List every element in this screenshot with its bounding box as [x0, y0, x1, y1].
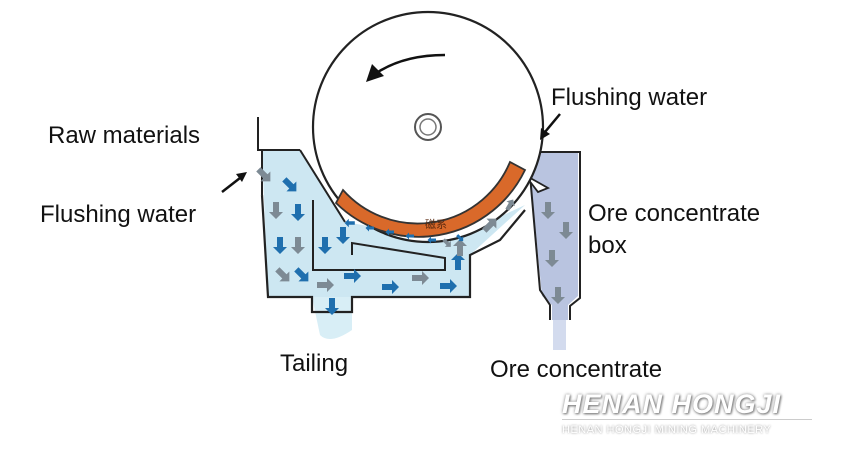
label-flushing-water-left: Flushing water	[40, 201, 197, 228]
flow-arrow-icon	[456, 234, 464, 242]
flow-arrow-icon	[256, 167, 271, 182]
watermark-subtitle: HENAN HONGJI MINING MACHINERY	[562, 424, 772, 436]
flushing-water-left-arrow-icon	[221, 177, 241, 193]
magnet-system-label: 磁系	[425, 218, 447, 231]
slurry-fill-tail	[312, 297, 352, 339]
label-ore-concentrate: Ore concentrate	[490, 356, 663, 383]
flow-arrow-icon	[325, 298, 339, 315]
label-tailing: Tailing	[280, 350, 349, 377]
tank-outline	[260, 194, 526, 314]
flow-arrow-icon	[336, 227, 350, 244]
watermark-divider	[562, 419, 812, 420]
flow-arrow-icon	[291, 237, 305, 254]
flow-arrow-icon	[440, 279, 457, 293]
flow-arrow-icon	[482, 218, 497, 233]
label-raw-materials: Raw materials	[48, 122, 201, 149]
flow-arrow-icon	[453, 239, 467, 256]
flow-arrow-icon	[344, 269, 361, 283]
flow-arrow-icon	[442, 238, 451, 247]
flow-arrow-icon	[273, 237, 287, 254]
flow-arrow-icon	[451, 253, 465, 270]
flow-arrow-icon	[427, 236, 436, 244]
label-ore-concentrate-box-2: box	[588, 232, 627, 259]
drum-axle-inner	[419, 118, 437, 136]
concentrate-fill	[528, 152, 578, 320]
flow-arrow-icon	[317, 278, 334, 292]
flow-arrow-icon	[318, 237, 332, 254]
flow-arrow-icon	[551, 287, 565, 304]
flushing-water-right-arrowhead-icon	[540, 128, 550, 140]
label-flushing-water-right: Flushing water	[551, 84, 708, 111]
label-ore-concentrate-box: Ore concentrate	[588, 200, 761, 227]
inner-baffle	[299, 149, 446, 271]
flow-arrow-icon	[559, 222, 573, 239]
flow-arrow-icon	[344, 218, 355, 228]
concentrate-stream	[553, 320, 566, 350]
rotation-arrow-icon	[377, 53, 446, 74]
flow-arrow-icon	[405, 232, 414, 240]
flow-arrow-icon	[365, 224, 374, 232]
flow-arrow-icon	[541, 202, 555, 219]
flow-arrow-icon	[412, 271, 429, 285]
hopper-outline	[257, 117, 300, 151]
flow-arrow-icon	[382, 280, 399, 294]
magnet-system	[334, 160, 527, 238]
flow-arrow-icon	[545, 250, 559, 267]
flushing-water-right-arrow-icon	[544, 113, 561, 133]
concentrate-box-outline	[527, 151, 581, 320]
watermark-brand: HENAN HONGJI	[562, 389, 782, 419]
flow-arrow-icon	[385, 228, 394, 236]
flow-arrow-icon	[275, 267, 290, 282]
flushing-water-left-arrowhead-icon	[236, 172, 247, 182]
flow-arrow-icon	[291, 204, 305, 221]
flow-arrow-icon	[269, 202, 283, 219]
rotation-arrowhead-icon	[366, 64, 384, 82]
flow-arrows	[256, 167, 573, 315]
flow-arrow-icon	[282, 177, 297, 192]
flow-arrow-icon	[505, 199, 515, 211]
flow-arrow-icon	[294, 267, 309, 282]
